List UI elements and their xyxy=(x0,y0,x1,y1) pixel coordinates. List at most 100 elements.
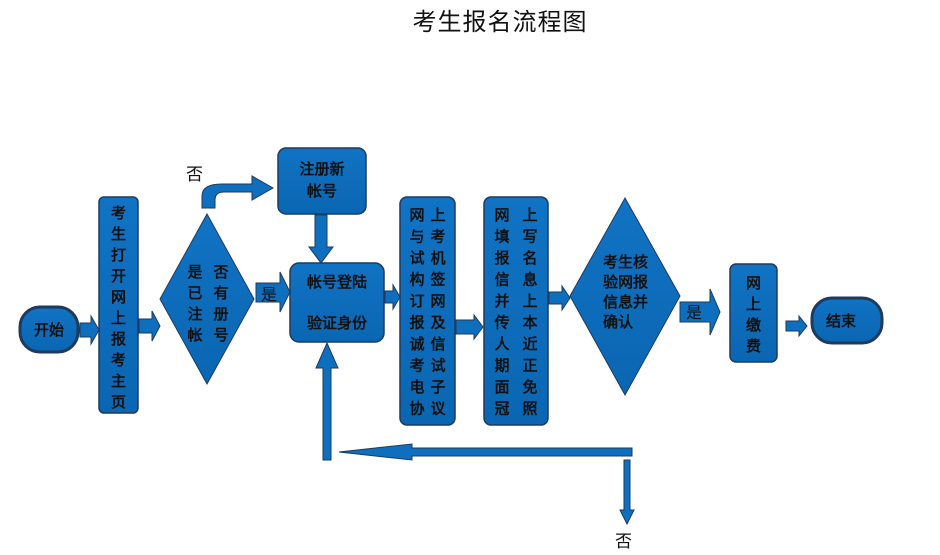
verify-info-line: 信息并 xyxy=(603,293,648,311)
node-char: 免 xyxy=(522,378,537,396)
node-char: 网 xyxy=(746,274,761,292)
arrow-agreement-to-fill xyxy=(455,313,484,341)
node-char: 议 xyxy=(430,400,446,418)
node-char: 报 xyxy=(409,314,424,332)
arrow-yes-to-pay: 是 xyxy=(679,288,721,336)
node-char: 信 xyxy=(430,335,445,353)
node-char: 打 xyxy=(111,246,126,264)
arrow-homepage-to-check xyxy=(138,310,161,342)
node-char: 信 xyxy=(494,271,509,289)
arrow-loop-up-to-login xyxy=(315,341,339,461)
arrow-no-down xyxy=(619,459,635,526)
node-char: 报 xyxy=(494,249,509,267)
node-char: 冠 xyxy=(494,400,509,418)
start-node[interactable]: 开始 xyxy=(18,305,80,354)
node-char: 页 xyxy=(111,393,126,411)
node-char: 名 xyxy=(522,249,537,267)
login-node[interactable]: 帐号登陆 验证身份 xyxy=(289,262,385,343)
node-char: 号 xyxy=(213,326,228,344)
node-char: 生 xyxy=(111,225,126,243)
arrow-start-to-homepage xyxy=(79,314,100,346)
verify-info-line: 验网报 xyxy=(603,273,648,291)
verify-info-line: 考生核 xyxy=(603,253,648,271)
node-char: 与 xyxy=(409,228,424,246)
node-char: 考 xyxy=(111,351,126,369)
node-char: 主 xyxy=(111,372,126,390)
node-char: 网 xyxy=(409,206,424,224)
node-char: 面 xyxy=(494,378,509,396)
node-char: 及 xyxy=(430,314,446,332)
node-char: 试 xyxy=(430,357,445,375)
node-char: 试 xyxy=(409,249,424,267)
node-char: 网 xyxy=(430,292,445,310)
node-char: 填 xyxy=(494,228,509,246)
node-char: 考 xyxy=(111,204,126,222)
register-node[interactable]: 注册新 帐号 xyxy=(277,147,367,215)
node-char: 签 xyxy=(429,271,446,289)
arrow-pay-to-end xyxy=(785,314,808,338)
node-char: 考 xyxy=(409,357,424,375)
edge-label-no-bottom: 否 xyxy=(615,532,632,552)
node-char: 上 xyxy=(522,292,537,310)
register-line2: 帐号 xyxy=(307,182,337,200)
node-char: 注 xyxy=(187,305,202,323)
login-line2: 验证身份 xyxy=(307,314,368,332)
node-char: 并 xyxy=(494,292,509,310)
verify-info-line: 确认 xyxy=(603,313,634,331)
node-char: 有 xyxy=(213,284,228,302)
arrow-login-to-agreement xyxy=(384,283,401,311)
node-char: 已 xyxy=(187,284,202,302)
end-label: 结束 xyxy=(826,312,857,330)
node-char: 上 xyxy=(746,295,761,313)
node-char: 照 xyxy=(522,400,537,418)
node-char: 开 xyxy=(111,267,126,285)
node-char: 考 xyxy=(430,228,445,246)
node-char: 传 xyxy=(493,314,509,332)
edge-label-yes-login: 是 xyxy=(261,285,277,304)
arrow-loop-horizontal xyxy=(338,443,633,461)
node-char: 网 xyxy=(111,288,126,306)
node-char: 人 xyxy=(494,335,510,353)
node-char: 协 xyxy=(409,400,424,418)
node-char: 机 xyxy=(430,249,445,267)
node-char: 费 xyxy=(746,337,761,355)
node-char: 册 xyxy=(213,305,228,323)
login-line1: 帐号登陆 xyxy=(307,273,367,291)
node-char: 息 xyxy=(522,271,537,289)
page-title: 考生报名流程图 xyxy=(412,8,588,36)
node-char: 否 xyxy=(212,263,228,281)
node-char: 写 xyxy=(522,228,537,246)
node-char: 本 xyxy=(522,314,537,332)
node-char: 期 xyxy=(494,357,509,375)
register-line1: 注册新 xyxy=(299,160,344,178)
node-char: 上 xyxy=(111,309,126,327)
start-label: 开始 xyxy=(34,321,64,339)
node-char: 子 xyxy=(430,378,445,396)
node-char: 订 xyxy=(409,292,424,310)
node-char: 报 xyxy=(111,330,126,348)
end-node[interactable]: 结束 xyxy=(810,296,884,345)
node-char: 近 xyxy=(522,335,537,353)
arrow-register-to-login xyxy=(308,214,334,264)
edge-label-no-register: 否 xyxy=(186,165,203,185)
node-char: 缴 xyxy=(746,316,762,334)
node-char: 上 xyxy=(430,206,445,224)
node-char: 正 xyxy=(522,357,537,375)
node-char: 网 xyxy=(494,206,509,224)
node-char: 电 xyxy=(409,378,424,396)
arrow-fill-to-verify xyxy=(548,284,571,312)
arrow-no-to-register xyxy=(201,175,275,209)
